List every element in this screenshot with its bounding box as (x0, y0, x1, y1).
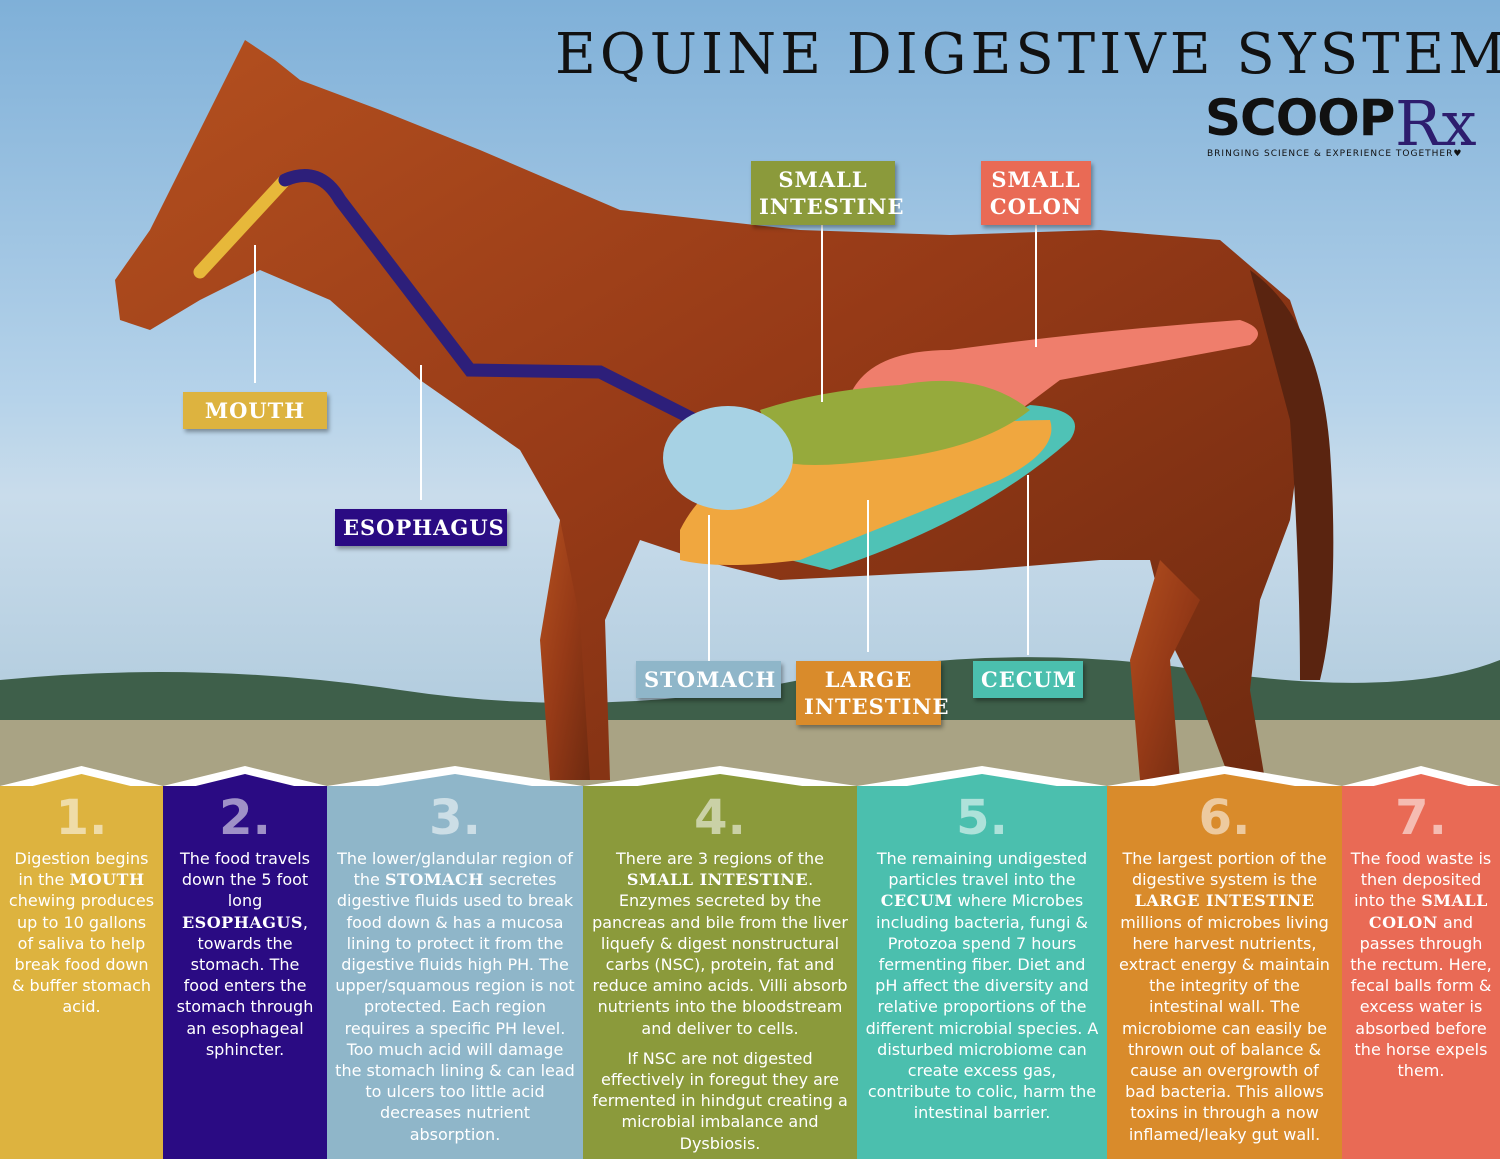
page-title: EQUINE DIGESTIVE SYSTEM (555, 22, 1500, 87)
leader-line-cecum (1027, 475, 1029, 655)
mouth-shape (193, 173, 292, 279)
label-small-intestine: SMALL INTESTINE (751, 161, 903, 225)
step-text-segment: Digestion begins in the (14, 849, 149, 890)
step-4-small-intestine: 4.There are 3 regions of the SMALL INTES… (583, 786, 857, 1159)
esophagus-shape (278, 169, 702, 427)
step-highlight: STOMACH (384, 870, 484, 890)
step-paragraph: The largest portion of the digestive sys… (1115, 848, 1334, 1145)
step-3-stomach: 3.The lower/glandular region of the STOM… (327, 786, 583, 1159)
step-text-segment: chewing produces up to 10 gallons of sal… (8, 891, 155, 1017)
step-text: Digestion begins in the MOUTH chewing pr… (8, 848, 155, 1018)
step-number: 4. (694, 790, 746, 846)
step-highlight: SMALL INTESTINE (626, 870, 809, 890)
leader-line-mouth (254, 245, 256, 383)
logo-tagline: BRINGING SCIENCE & EXPERIENCE TOGETHER♥ (1207, 149, 1463, 159)
step-text: The remaining undigested particles trave… (865, 848, 1099, 1124)
label-mouth: MOUTH (183, 392, 327, 429)
step-paragraph: There are 3 regions of the SMALL INTESTI… (591, 848, 849, 1039)
step-text-segment: where Microbes including bacteria, fungi… (865, 891, 1099, 1123)
step-highlight: CECUM (880, 891, 953, 911)
step-paragraph: The food travels down the 5 foot long ES… (171, 848, 319, 1060)
label-stomach: STOMACH (636, 661, 781, 698)
step-text-segment: and passes through the rectum. Here, fec… (1350, 912, 1492, 1081)
step-5-cecum: 5.The remaining undigested particles tra… (857, 786, 1107, 1159)
step-number: 6. (1198, 790, 1251, 846)
step-paragraph: Digestion begins in the MOUTH chewing pr… (8, 848, 155, 1018)
step-paragraph: The remaining undigested particles trave… (865, 848, 1099, 1124)
leader-line-small-colon (1035, 222, 1037, 347)
stomach-shape (663, 406, 793, 510)
leader-line-stomach (708, 515, 710, 663)
leader-line-small-intestine (821, 222, 823, 402)
step-text: The food travels down the 5 foot long ES… (171, 848, 319, 1060)
step-text-segment: If NSC are not digested effectively in f… (592, 1048, 848, 1153)
step-text: There are 3 regions of the SMALL INTESTI… (591, 848, 849, 1154)
logo-word: SCOOP (1205, 89, 1395, 147)
label-large-intestine: LARGE INTESTINE (796, 661, 948, 725)
step-6-large-intestine: 6.The largest portion of the digestive s… (1107, 786, 1342, 1159)
step-text-segment: There are 3 regions of the (616, 849, 824, 868)
step-number: 7. (1395, 790, 1447, 846)
step-text-segment: The remaining undigested particles trave… (876, 849, 1088, 890)
small-intestine-shape (760, 380, 1030, 465)
step-2-esophagus: 2.The food travels down the 5 foot long … (163, 786, 327, 1159)
step-number: 5. (956, 790, 1008, 846)
step-highlight: SMALL COLON (1368, 891, 1488, 932)
step-text-segment: millions of microbes living here harvest… (1119, 912, 1330, 1144)
step-text: The lower/glandular region of the STOMAC… (335, 848, 575, 1145)
scooprx-logo: SCOOP Rx BRINGING SCIENCE & EXPERIENCE T… (1205, 87, 1477, 167)
leader-line-large-intestine (867, 500, 869, 652)
step-text-segment: The largest portion of the digestive sys… (1122, 849, 1327, 890)
step-text-segment: . Enzymes secreted by the pancreas and b… (592, 870, 848, 1038)
step-highlight: LARGE INTESTINE (1134, 891, 1315, 911)
step-paragraph: The lower/glandular region of the STOMAC… (335, 848, 575, 1145)
step-text-segment: The lower/glandular region of the (337, 849, 573, 890)
label-small-colon: SMALL COLON (981, 161, 1091, 225)
step-highlight: ESOPHAGUS (181, 912, 303, 932)
step-text: The largest portion of the digestive sys… (1115, 848, 1334, 1145)
step-text-segment: , towards the stomach. The food enters t… (176, 912, 314, 1059)
step-paragraph: If NSC are not digested effectively in f… (591, 1048, 849, 1154)
step-paragraph: The food waste is then deposited into th… (1350, 848, 1492, 1081)
label-cecum: CECUM (973, 661, 1083, 698)
step-7-small-colon: 7.The food waste is then deposited into … (1342, 786, 1500, 1159)
logo-rx: Rx (1395, 87, 1477, 160)
step-text-segment: secretes digestive fluids used to break … (335, 870, 575, 1144)
step-number: 2. (219, 790, 271, 846)
step-highlight: MOUTH (69, 870, 145, 890)
step-text-segment: The food travels down the 5 foot long (179, 849, 311, 911)
step-text-segment: The food waste is then deposited into th… (1350, 849, 1492, 911)
leader-line-esophagus (420, 365, 422, 500)
step-1-mouth: 1.Digestion begins in the MOUTH chewing … (0, 786, 163, 1159)
step-text: The food waste is then deposited into th… (1350, 848, 1492, 1081)
step-number: 1. (55, 790, 108, 846)
step-number: 3. (429, 790, 481, 846)
label-esophagus: ESOPHAGUS (335, 509, 507, 546)
